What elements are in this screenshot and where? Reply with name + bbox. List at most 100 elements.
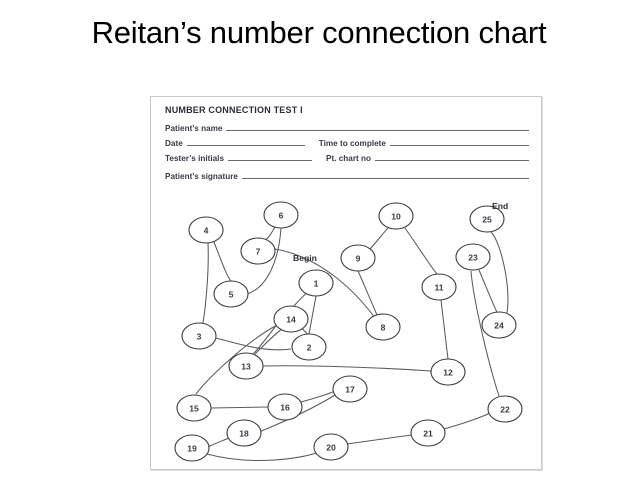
form-row-signature: Patient’s signature [165,170,529,181]
node-circle-14[interactable]: 14 [273,305,309,333]
node-label-19: 19 [187,444,197,454]
node-circle-23[interactable]: 23 [455,243,491,271]
node-label-10: 10 [391,212,401,222]
node-circle-3[interactable]: 3 [181,322,217,350]
node-circle-19[interactable]: 19 [174,434,210,462]
node-circle-2[interactable]: 2 [291,333,327,361]
edge-14-to-15 [195,324,278,395]
node-circle-24[interactable]: 24 [481,311,517,339]
node-label-20: 20 [326,443,336,453]
node-circle-9[interactable]: 9 [340,244,376,272]
form-row-patient-name: Patient’s name [165,122,529,133]
node-circle-11[interactable]: 11 [421,273,457,301]
node-label-9: 9 [356,254,361,264]
node-circle-5[interactable]: 5 [213,280,249,308]
node-label-21: 21 [423,429,433,439]
node-circle-20[interactable]: 20 [313,433,349,461]
node-label-23: 23 [468,253,478,263]
node-circle-1[interactable]: 1 [298,269,334,297]
markers-layer: Begin End [293,201,508,263]
node-circle-15[interactable]: 15 [176,394,212,422]
node-circle-17[interactable]: 17 [332,375,368,403]
edge-12-to-13 [262,365,432,372]
node-circle-25[interactable]: 25 [469,205,505,233]
edge-20-to-21 [346,434,413,445]
node-outline-7 [240,237,276,265]
node-label-6: 6 [279,211,284,221]
node-label-1: 1 [314,279,319,289]
label-time-to-complete: Time to complete [318,139,386,148]
node-circle-8[interactable]: 8 [365,313,401,341]
label-patients-signature: Patient’s signature [165,172,238,181]
patient-form: NUMBER CONNECTION TEST I Patient’s name … [165,105,529,185]
node-circle-4[interactable]: 4 [188,216,224,244]
node-circle-12[interactable]: 12 [430,358,466,386]
node-outline-23 [455,243,491,271]
input-patients-signature[interactable] [241,177,529,179]
node-outline-5 [213,280,249,308]
edge-2-to-3 [214,337,292,351]
input-pt-chart-no[interactable] [375,159,529,161]
node-circle-7[interactable]: 7 [240,237,276,265]
node-outline-15 [176,394,212,422]
edge-15-to-16 [210,406,269,409]
edge-16-to-17 [300,390,336,403]
marker-label-end: End [492,201,508,211]
node-outline-25 [469,205,505,233]
edge-21-to-22 [443,412,491,430]
node-outline-20 [313,433,349,461]
node-outline-17 [332,375,368,403]
node-outline-12 [430,358,466,386]
edge-14-to-13 [251,322,279,356]
node-outline-22 [487,395,523,423]
node-outline-2 [291,333,327,361]
node-label-13: 13 [241,362,251,372]
node-circle-16[interactable]: 16 [267,393,303,421]
node-outline-4 [188,216,224,244]
node-label-7: 7 [256,247,261,257]
node-label-17: 17 [345,385,355,395]
edge-18-to-19 [207,437,230,449]
input-patients-name[interactable] [226,129,529,131]
node-circle-22[interactable]: 22 [487,395,523,423]
node-circle-10[interactable]: 10 [378,202,414,230]
node-circle-13[interactable]: 13 [228,352,264,380]
node-outline-8 [365,313,401,341]
node-label-18: 18 [239,429,249,439]
label-patients-name: Patient’s name [165,124,223,133]
edge-23-to-24 [478,269,498,313]
node-outline-16 [267,393,303,421]
node-label-4: 4 [204,226,209,236]
node-circle-21[interactable]: 21 [410,419,446,447]
edge-10-to-11 [404,227,438,275]
node-label-14: 14 [286,315,296,325]
number-connection-test-card: NUMBER CONNECTION TEST I Patient’s name … [150,96,542,470]
edge-3-to-4 [202,242,209,324]
node-outline-11 [421,273,457,301]
edges-layer [195,223,509,461]
node-label-24: 24 [494,321,504,331]
edge-8-to-9 [357,270,378,316]
node-label-5: 5 [229,290,234,300]
input-time-to-complete[interactable] [389,144,529,146]
input-date[interactable] [186,144,305,146]
edge-11-to-12 [440,299,449,360]
node-circle-6[interactable]: 6 [263,201,299,229]
node-label-8: 8 [381,323,386,333]
node-label-12: 12 [443,368,453,378]
node-outline-9 [340,244,376,272]
edge-5-to-6 [246,227,282,295]
edge-7-to-8 [274,248,376,319]
node-outline-13 [228,352,264,380]
node-circle-18[interactable]: 18 [226,419,262,447]
marker-label-begin: Begin [293,253,317,263]
node-label-15: 15 [189,404,199,414]
node-outline-3 [181,322,217,350]
form-heading: NUMBER CONNECTION TEST I [165,105,303,115]
input-testers-initials[interactable] [228,159,313,161]
node-outline-19 [174,434,210,462]
form-row-date-time: Date Time to complete [165,137,529,148]
edge-19-to-20 [206,451,320,461]
